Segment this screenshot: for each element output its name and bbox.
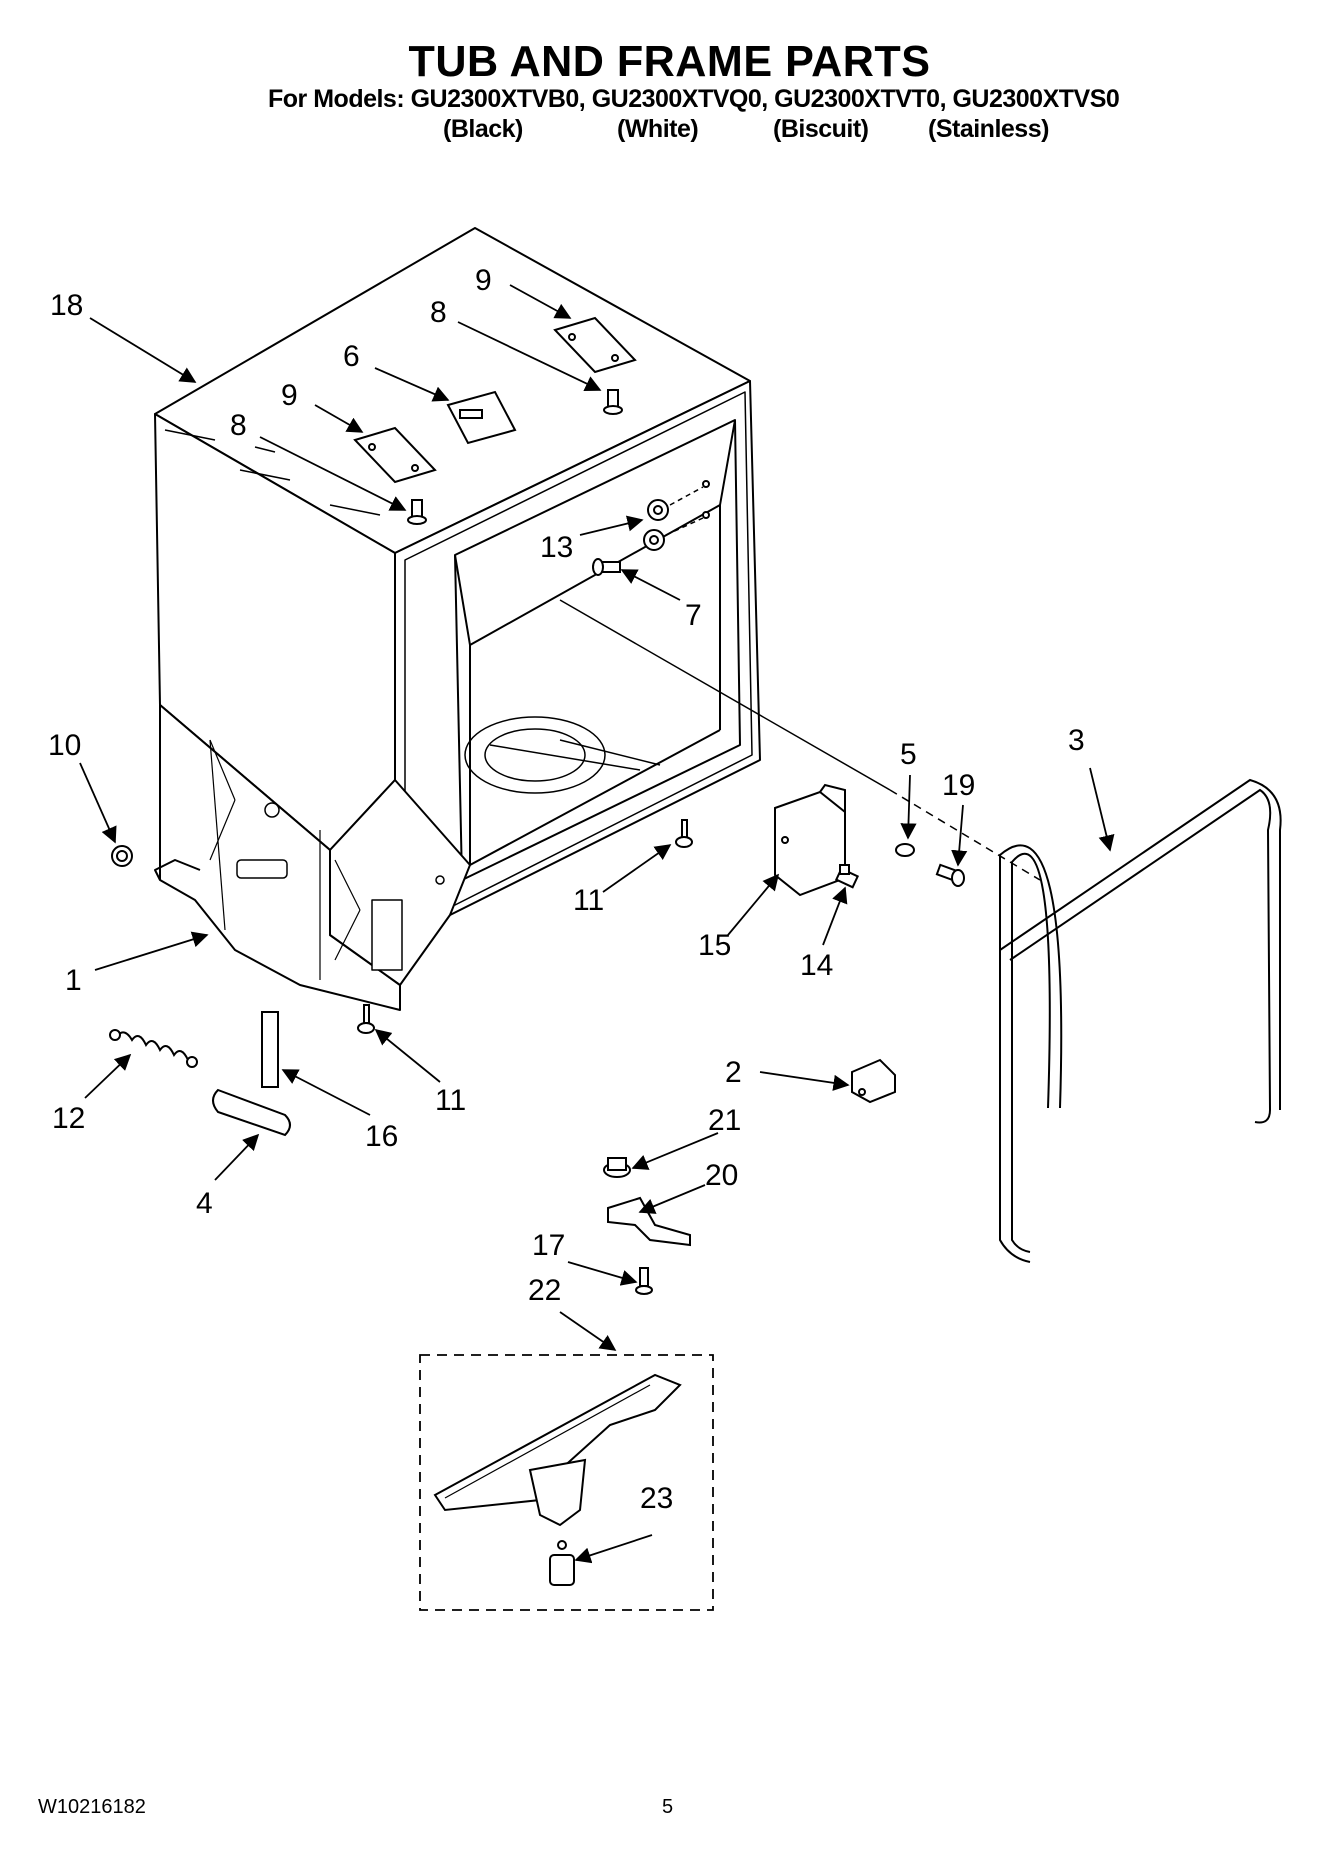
- leader-10: [79, 762, 117, 844]
- screw-part-17: [635, 1267, 653, 1295]
- leader-23: [574, 1534, 653, 1564]
- screw-part-8-rear: [603, 389, 623, 415]
- leader-22: [559, 1311, 617, 1351]
- leader-8a: [457, 321, 602, 392]
- callout-13: 13: [540, 531, 573, 564]
- leader-11b: [374, 1028, 441, 1083]
- callout-14: 14: [800, 949, 833, 982]
- callout-10: 10: [48, 729, 81, 762]
- leader-21: [631, 1132, 719, 1170]
- leader-16: [281, 1069, 371, 1116]
- callout-8b: 8: [230, 409, 247, 442]
- leader-18: [89, 317, 197, 383]
- callout-6: 6: [343, 340, 360, 373]
- alignment-line-dashed: [889, 789, 1041, 881]
- callout-7: 7: [685, 599, 702, 632]
- callout-12: 12: [52, 1102, 85, 1135]
- callout-21: 21: [708, 1104, 741, 1137]
- callout-20: 20: [705, 1159, 738, 1192]
- color-label-white: (White): [617, 115, 699, 143]
- leader-2: [759, 1071, 850, 1091]
- callout-11a: 11: [573, 884, 604, 917]
- color-label-biscuit: (Biscuit): [773, 115, 869, 143]
- nozzle-part-23: [549, 1540, 575, 1586]
- spring-part-12: [109, 1029, 198, 1068]
- foot-part-11-rear: [675, 819, 693, 848]
- color-label-black: (Black): [443, 115, 523, 143]
- callout-23: 23: [640, 1482, 673, 1515]
- bracket-part-20: [607, 1196, 691, 1247]
- screw-part-7: [592, 558, 621, 576]
- leader-9b: [314, 404, 364, 433]
- callout-2: 2: [725, 1056, 742, 1089]
- header: TUB AND FRAME PARTS: [0, 38, 1339, 86]
- callout-9b: 9: [281, 379, 298, 412]
- plug-part-10: [111, 845, 133, 867]
- leader-12: [84, 1053, 132, 1099]
- foot-part-11-front: [357, 1004, 375, 1034]
- page-number: 5: [662, 1796, 674, 1818]
- leader-11a: [602, 844, 672, 893]
- leader-17: [567, 1261, 638, 1286]
- leader-4: [214, 1133, 260, 1181]
- leader-3: [1089, 767, 1115, 852]
- callout-1: 1: [65, 964, 82, 997]
- screw-part-14: [834, 864, 860, 889]
- leader-6: [374, 367, 450, 402]
- alignment-line: [559, 599, 891, 791]
- page-title: TUB AND FRAME PARTS: [408, 37, 931, 86]
- bracket-part-9-rear: [553, 316, 637, 374]
- spray-arm-part-22: [433, 1373, 682, 1527]
- callout-17: 17: [532, 1229, 565, 1262]
- callout-4: 4: [196, 1187, 213, 1220]
- document-number: W10216182: [38, 1796, 146, 1818]
- models-line: For Models: GU2300XTVB0, GU2300XTVQ0, GU…: [268, 85, 1120, 113]
- callout-5: 5: [900, 738, 917, 771]
- callout-19: 19: [942, 769, 975, 802]
- callout-18: 18: [50, 289, 83, 322]
- callout-9a: 9: [475, 264, 492, 297]
- callout-8a: 8: [430, 296, 447, 329]
- bracket-part-15: [774, 783, 846, 897]
- gasket-part-3: [998, 778, 1282, 1263]
- rollers-part-13: [643, 480, 710, 551]
- leader-5: [900, 774, 917, 840]
- callout-15: 15: [698, 929, 731, 962]
- fastener-part-21: [603, 1157, 631, 1178]
- washer-part-5: [895, 843, 915, 857]
- leader-14: [822, 886, 848, 946]
- bracket-part-9-front: [353, 426, 437, 484]
- callout-16: 16: [365, 1120, 398, 1153]
- callout-22: 22: [528, 1274, 561, 1307]
- tub-assembly: [154, 227, 761, 1011]
- leader-8b: [259, 436, 407, 511]
- callout-11b: 11: [435, 1084, 466, 1117]
- screw-part-8-front: [407, 499, 427, 525]
- clip-part-6: [446, 390, 517, 445]
- leader-13: [579, 515, 644, 536]
- leader-19: [951, 804, 968, 867]
- screw-part-19: [935, 863, 965, 887]
- clip-part-2: [851, 1058, 896, 1104]
- leader-15: [727, 873, 780, 936]
- leader-9a: [509, 284, 572, 319]
- pad-part-4: [212, 1088, 291, 1137]
- leader-7: [620, 569, 681, 601]
- leader-1: [94, 931, 209, 971]
- leader-20: [638, 1184, 706, 1214]
- strip-part-16: [261, 1011, 279, 1088]
- callout-3: 3: [1068, 724, 1085, 757]
- color-label-stainless: (Stainless): [928, 115, 1049, 143]
